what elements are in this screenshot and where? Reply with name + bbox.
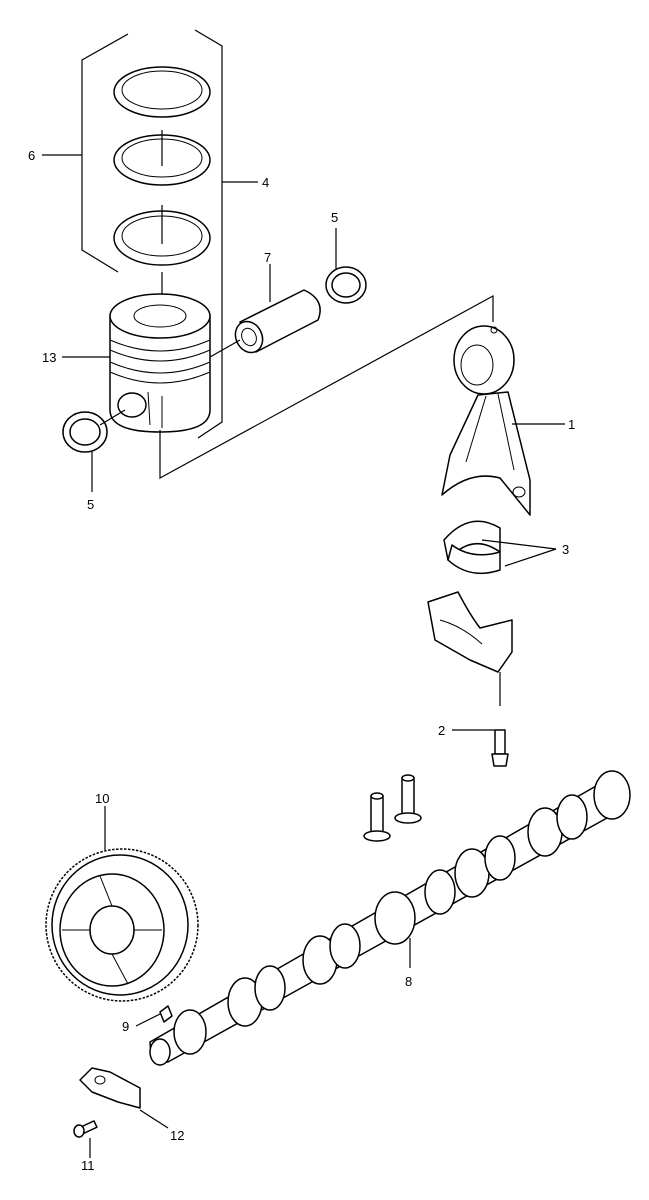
callout-3: 3 (562, 542, 569, 557)
callout-5-bottom: 5 (87, 497, 94, 512)
piston-pin (234, 289, 321, 354)
piston-ring-top (113, 66, 211, 118)
camshaft (149, 770, 631, 1066)
tappet-right (394, 774, 422, 824)
thrust-plate-screw (73, 1120, 98, 1138)
bearing-cap (427, 591, 513, 673)
camshaft-gear (45, 848, 199, 1002)
piston-ring-oil (113, 205, 211, 266)
callout-7: 7 (264, 250, 271, 265)
piston-ring-middle (113, 130, 211, 186)
assembly-guide-line (159, 294, 494, 480)
piston (109, 293, 211, 433)
callout-12: 12 (170, 1128, 184, 1143)
callout-6: 6 (28, 148, 35, 163)
callouts: 1 2 3 4 5 5 6 7 8 9 10 11 12 13 (28, 148, 575, 1173)
leader-lines (42, 154, 565, 1158)
piston-ring-set (81, 29, 223, 439)
callout-2: 2 (438, 723, 445, 738)
circlip-left (62, 411, 108, 453)
callout-9: 9 (122, 1019, 129, 1034)
rod-bolt (491, 729, 509, 767)
tappet-left (363, 792, 391, 842)
bearing-shells (443, 520, 501, 575)
callout-8: 8 (405, 974, 412, 989)
callout-13: 13 (42, 350, 56, 365)
circlip-right (325, 266, 367, 304)
thrust-plate (79, 1067, 141, 1109)
woodruff-key (159, 1005, 173, 1023)
callout-4: 4 (262, 175, 269, 190)
callout-1: 1 (568, 417, 575, 432)
callout-11: 11 (81, 1158, 95, 1173)
callout-5-top: 5 (331, 210, 338, 225)
connecting-rod (441, 325, 531, 516)
callout-10: 10 (95, 791, 109, 806)
